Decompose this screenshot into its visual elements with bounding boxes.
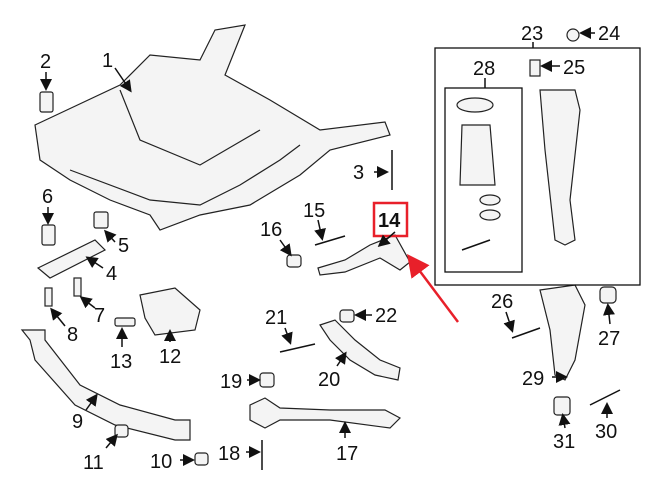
callout-19: 19 — [220, 371, 242, 393]
bolt-13 — [114, 317, 136, 327]
nut-25 — [529, 59, 541, 77]
callout-20: 20 — [318, 369, 340, 391]
callout-7: 7 — [94, 305, 105, 327]
callout-27: 27 — [598, 328, 620, 350]
callout-4: 4 — [106, 263, 117, 285]
callout-29: 29 — [522, 368, 544, 390]
nut-24 — [566, 28, 580, 42]
bushing-2 — [39, 91, 54, 113]
bushing-27 — [599, 286, 617, 304]
callout-30: 30 — [595, 421, 617, 443]
upper-control-arm-14 — [317, 234, 411, 276]
dust-boot — [459, 124, 496, 186]
leader-lines — [40, 27, 615, 466]
callout-12: 12 — [159, 346, 181, 368]
callout-15: 15 — [303, 200, 325, 222]
mount-12 — [139, 287, 201, 336]
strut-components-box-28 — [444, 87, 523, 273]
callout-17: 17 — [336, 443, 358, 465]
callout-24: 24 — [598, 23, 620, 45]
callout-23: 23 — [521, 23, 543, 45]
bump-stop-2 — [479, 209, 501, 221]
seal-ring — [456, 97, 494, 113]
bolt-30 — [589, 389, 621, 406]
callout-1: 1 — [102, 50, 113, 72]
air-strut — [539, 89, 581, 246]
callout-18: 18 — [218, 443, 240, 465]
callout-8: 8 — [67, 324, 78, 346]
callout-16: 16 — [260, 219, 282, 241]
nut-19 — [259, 372, 275, 388]
callout-labels: 1 2 3 4 5 6 7 8 9 10 11 12 13 14 15 16 1… — [40, 23, 620, 474]
stabilizer-bar-9 — [20, 329, 191, 441]
callout-14: 14 — [378, 210, 401, 232]
control-arm-17 — [249, 397, 401, 429]
callout-26: 26 — [491, 291, 513, 313]
bolt-26 — [511, 327, 541, 339]
strut-assembly-box-23 — [434, 47, 641, 286]
callout-28: 28 — [473, 58, 495, 80]
callout-13: 13 — [110, 351, 132, 373]
nut-11 — [114, 424, 129, 438]
callout-9: 9 — [72, 411, 83, 433]
nut-10 — [194, 452, 209, 466]
bolt-15 — [314, 235, 346, 246]
callout-6: 6 — [42, 186, 53, 208]
nut-16 — [286, 254, 302, 268]
bolt-7 — [73, 277, 82, 297]
callout-21: 21 — [265, 307, 287, 329]
callout-22: 22 — [375, 305, 397, 327]
subframe — [34, 24, 391, 231]
bolt-strut — [461, 239, 491, 251]
bracket-4 — [36, 239, 107, 279]
highlight-arrow — [407, 254, 459, 323]
bolt-21 — [279, 343, 316, 353]
callout-3: 3 — [353, 162, 364, 184]
knuckle-29 — [539, 284, 586, 381]
callout-11: 11 — [83, 452, 104, 474]
bushing-6 — [41, 224, 56, 246]
control-arm-20 — [319, 319, 401, 381]
callout-5: 5 — [118, 235, 129, 257]
bolt-8 — [44, 287, 53, 307]
callout-25: 25 — [563, 57, 585, 79]
callout-31: 31 — [553, 431, 575, 453]
callout-10: 10 — [150, 451, 172, 473]
bump-stop — [479, 194, 501, 206]
nut-22 — [339, 309, 355, 323]
callout-2: 2 — [40, 51, 51, 73]
nut-31 — [553, 396, 571, 416]
bushing-5 — [93, 211, 109, 229]
